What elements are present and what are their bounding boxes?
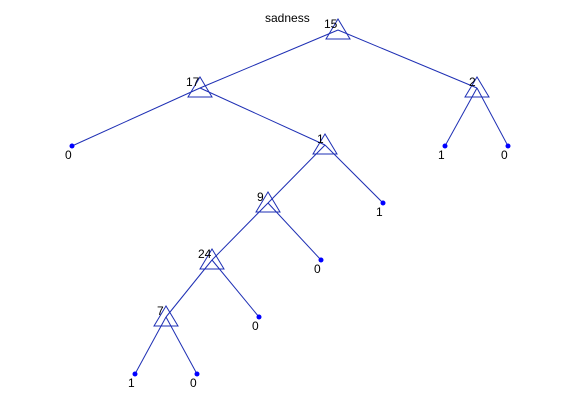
- decision-node-label: 17: [186, 75, 200, 89]
- leaf-node-label: 0: [501, 148, 508, 162]
- leaf-node-dot: [318, 257, 324, 263]
- tree-edges: [71, 29, 509, 375]
- decision-node-label: 24: [198, 247, 212, 261]
- decision-node-triangle: [153, 305, 179, 327]
- leaf-node-dot: [505, 143, 511, 149]
- decision-node-label: 15: [324, 17, 338, 31]
- leaf-node-dot: [69, 143, 75, 149]
- decision-node-triangle: [312, 133, 338, 155]
- leaf-node-label: 0: [65, 148, 72, 162]
- decision-node-label: 7: [157, 304, 164, 318]
- decision-node-label: 9: [257, 190, 264, 204]
- leaf-node-label: 0: [314, 262, 321, 276]
- decision-node-label: 1: [317, 132, 324, 146]
- leaf-node-label: 1: [376, 205, 383, 219]
- tree-edge-n4-l4: [324, 144, 384, 204]
- leaf-node-dot: [194, 371, 200, 377]
- tree-edge-n3-l3: [476, 87, 509, 147]
- tree-edge-n3-l2: [444, 87, 478, 147]
- leaf-node-label: 0: [190, 376, 197, 390]
- decision-node-triangle: [325, 18, 351, 40]
- leaf-node-dot: [442, 143, 448, 149]
- leaf-node-dot: [380, 200, 386, 206]
- leaf-node-label: 1: [438, 148, 445, 162]
- tree-edge-n2-l1: [71, 87, 201, 147]
- tree-edge-n4-n5: [267, 144, 326, 204]
- leaf-node-dot: [132, 371, 138, 377]
- diagram-title: sadness: [265, 11, 310, 25]
- decision-node-triangle: [255, 191, 281, 213]
- tree-edge-n1-n2: [199, 29, 339, 89]
- decision-node-triangle: [187, 76, 213, 98]
- leaf-node-label: 0: [252, 319, 259, 333]
- leaf-node-dot: [256, 314, 262, 320]
- decision-node-triangle: [464, 76, 490, 98]
- decision-node-triangle: [199, 248, 225, 270]
- leaf-node-label: 1: [128, 376, 135, 390]
- tree-edge-n1-n3: [337, 29, 478, 89]
- tree-labels: 15 17 2 1 9 24 7 0 1 0 1 0 0 1 0: [65, 17, 508, 390]
- tree-edge-n2-n4: [199, 87, 326, 146]
- tree-nodes: [69, 18, 511, 377]
- decision-node-label: 2: [469, 75, 476, 89]
